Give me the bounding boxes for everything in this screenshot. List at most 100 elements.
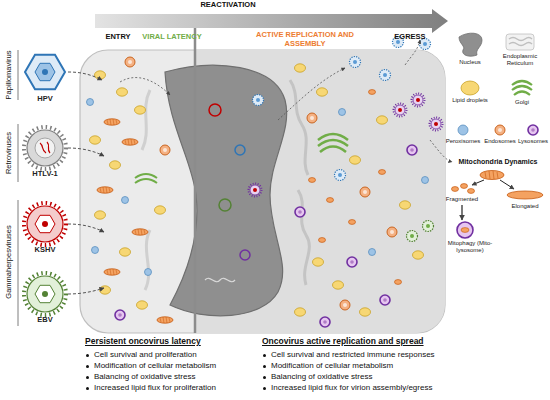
summary-bullet: Increased lipid flux for virion assembly… — [262, 383, 432, 392]
hpv-virion — [25, 55, 65, 90]
summary-heading: Oncovirus active replication and spread — [262, 337, 424, 347]
lipid-droplet — [317, 88, 328, 96]
mitochondrion-fragment — [327, 198, 334, 203]
mitochondrion — [97, 187, 113, 193]
lipid-droplet — [137, 301, 148, 309]
lipid-droplet — [90, 136, 101, 144]
family-bracket — [18, 124, 19, 182]
lipid-droplet — [117, 88, 128, 96]
lipid-droplet — [360, 308, 371, 316]
legend-er-icon — [506, 34, 534, 50]
hpv-genome — [42, 69, 48, 75]
mitochondrion — [104, 269, 120, 275]
endosome — [307, 113, 317, 123]
lipid-droplet — [413, 251, 424, 259]
trafficking-arrow — [278, 68, 345, 120]
lipid-droplet — [95, 211, 106, 219]
golgi — [135, 174, 157, 178]
mitochondrion — [122, 139, 138, 145]
summary-heading: Persistent oncovirus latency — [85, 337, 201, 347]
golgi — [320, 147, 346, 153]
icon-label: Mitophagy (Mito-lysosome) — [435, 240, 505, 254]
htlv-virion — [27, 130, 63, 166]
mitochondrion-fragment — [395, 280, 402, 285]
legend-lysosome-icon — [528, 125, 538, 135]
panel-heading: Mitochondria Dynamics — [459, 158, 538, 166]
summary-bullet: Modification of cellular metabolism — [262, 361, 393, 370]
viral-episome — [240, 250, 250, 260]
mitochondrion — [104, 119, 120, 125]
virus-name: KSHV — [35, 246, 56, 255]
virus-family-label: Papillomavirus — [5, 51, 14, 100]
phase-label: ENTRY — [105, 33, 130, 42]
legend-entry: Peroxisomes — [446, 138, 481, 145]
reactivation-divider — [194, 28, 197, 333]
peroxisome — [92, 247, 99, 254]
summary-bullet: Increased lipid flux for proliferation — [85, 383, 216, 392]
er-sheet — [145, 230, 150, 290]
legend-entry: Nucleus — [459, 59, 481, 66]
virus-family-label: Gammaherpesviruses — [5, 225, 14, 298]
mitochondrion — [157, 317, 173, 323]
trafficking-arrow — [120, 78, 170, 95]
mitochondrion-icon — [485, 171, 498, 179]
peroxisome — [369, 249, 376, 256]
htlv-capsid — [35, 138, 55, 158]
family-bracket — [18, 200, 19, 326]
virus-name: EBV — [37, 316, 52, 325]
lipid-droplet — [155, 206, 166, 214]
peroxisome — [87, 99, 94, 106]
endosome — [125, 57, 135, 67]
kshv-progeny — [412, 94, 425, 107]
phase-label: VIRAL LATENCY — [142, 33, 201, 42]
nuclear-capsid — [253, 95, 264, 106]
endosome — [160, 145, 170, 155]
hpv-progeny — [380, 70, 391, 81]
kshv-progeny — [430, 118, 443, 131]
endosome — [387, 227, 397, 237]
kshv-spikes — [24, 203, 66, 245]
summary-bullet: Balancing of oxidative stress — [262, 372, 372, 381]
mito-lysosome-icon — [457, 222, 473, 238]
lysosome — [380, 295, 390, 305]
ebv-spikes — [24, 273, 66, 315]
ebv-genome — [42, 291, 48, 297]
mitochondrion-fragment — [369, 90, 376, 95]
elongated-mitochondria-icon — [507, 191, 543, 199]
hpv-progeny — [335, 170, 346, 181]
mitochondrion — [132, 229, 148, 235]
summary-bullet: Cell survival and restricted immune resp… — [262, 350, 435, 359]
hpv-progeny — [350, 57, 361, 68]
integrated-provirus — [205, 278, 235, 281]
lipid-droplet — [295, 308, 306, 316]
nucleus — [165, 65, 287, 316]
viral-episome — [219, 199, 231, 211]
kshv-progeny — [394, 104, 407, 117]
htlv-rna — [40, 142, 50, 153]
lysosome — [115, 310, 125, 320]
lipid-droplet — [377, 116, 388, 124]
cell-body — [80, 50, 445, 333]
entry-arrow — [68, 224, 104, 232]
legend-peroxisome-icon — [458, 125, 468, 135]
lipid-droplet — [295, 64, 306, 72]
mitochondrion-fragment — [319, 238, 326, 243]
lipid-droplet — [95, 71, 106, 79]
mitochondrion-fragment — [379, 170, 386, 175]
lipid-droplet — [313, 258, 324, 266]
nuclear-capsid — [249, 184, 262, 197]
phase-label: EGRESS — [394, 33, 425, 42]
lysosome — [295, 207, 305, 217]
mito-lysosome-icon — [461, 228, 469, 233]
family-bracket — [18, 50, 19, 100]
er-sheet — [298, 190, 309, 285]
virus-name: HPV — [37, 95, 52, 104]
peroxisome — [339, 109, 346, 116]
legend-entry: Endoplasmic Reticulum — [492, 53, 548, 67]
golgi — [135, 179, 157, 183]
lipid-droplet — [333, 281, 344, 289]
peroxisome — [122, 197, 129, 204]
lysosome — [407, 145, 417, 155]
icon-label: Elongated — [511, 203, 538, 210]
